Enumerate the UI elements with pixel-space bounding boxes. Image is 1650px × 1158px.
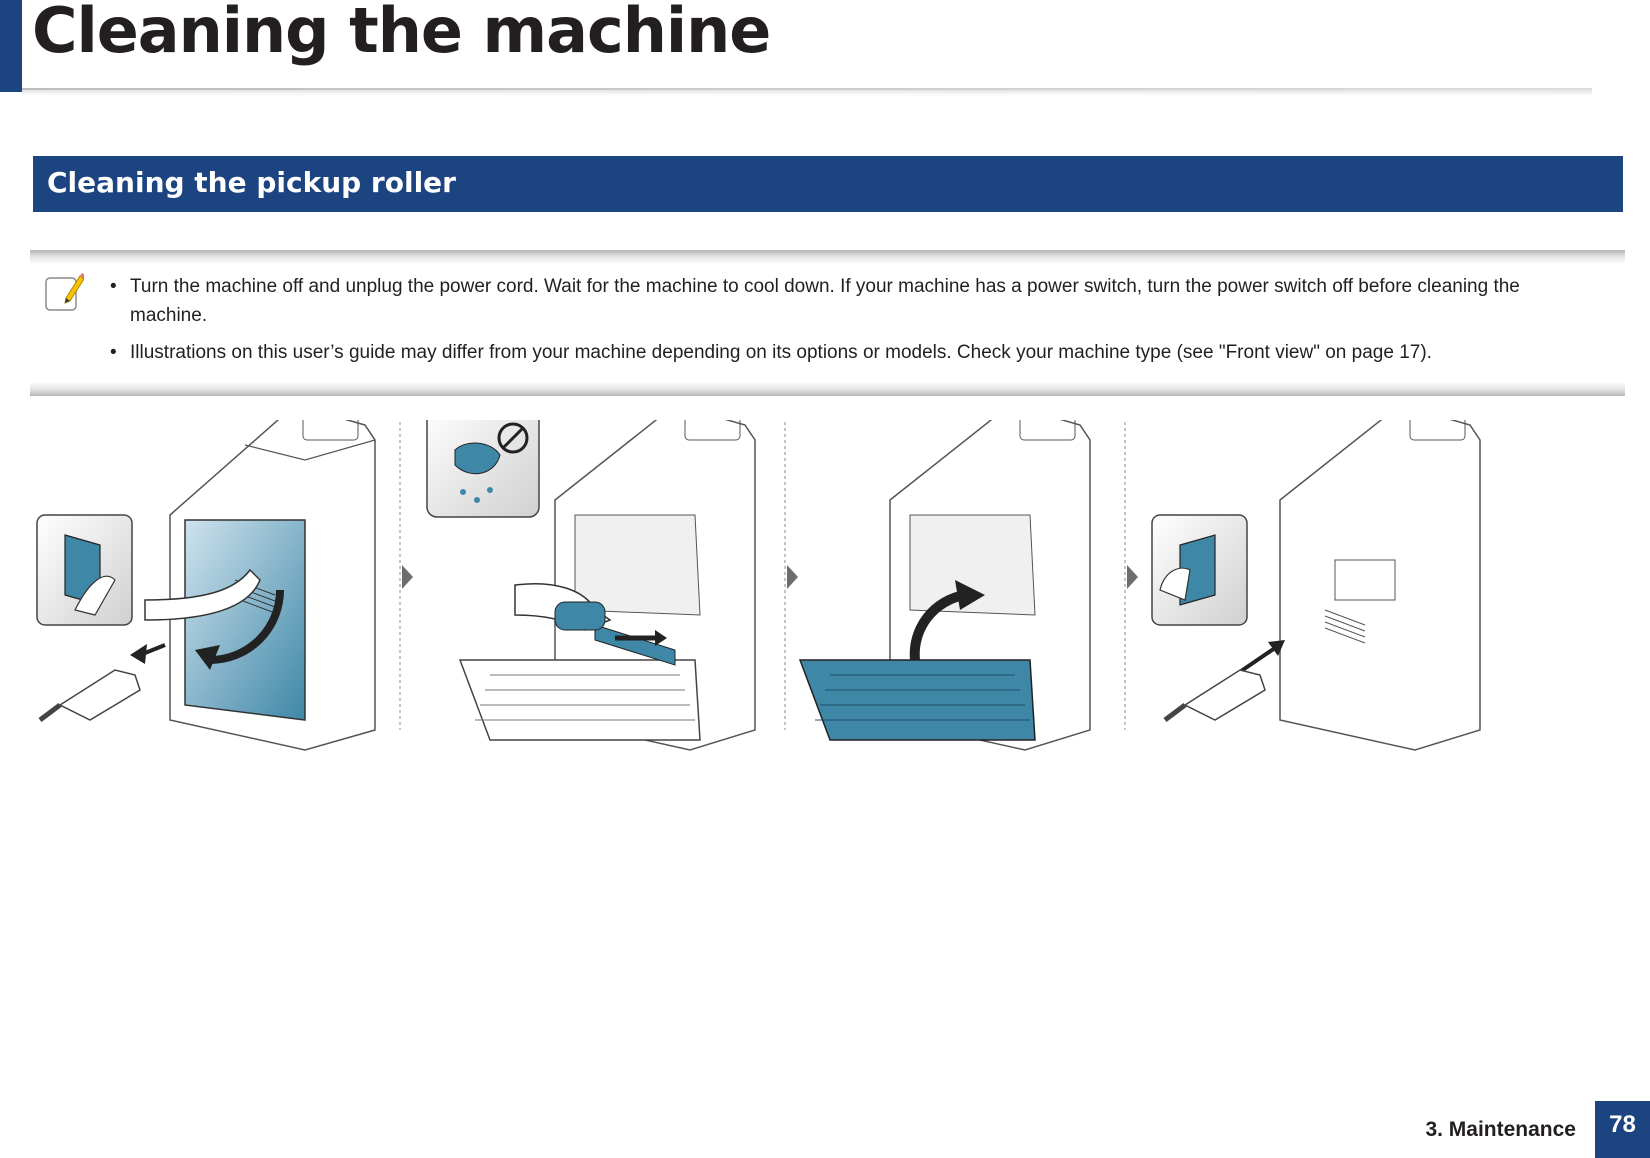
step-4-illustration [1151,420,1481,751]
footer-section-label: 3. Maintenance [1425,1118,1576,1141]
note-bottom-divider [30,382,1625,396]
section-header: Cleaning the pickup roller [33,156,1623,212]
page-number: 78 [1595,1101,1650,1158]
note-item: • Illustrations on this user’s guide may… [110,338,1590,367]
step-1-illustration [36,420,376,751]
title-accent-bar [0,0,22,92]
page-title: Cleaning the machine [32,0,771,67]
step-3-illustration [798,420,1091,751]
title-divider [22,88,1592,96]
bullet-icon: • [110,276,117,297]
note-item: • Turn the machine off and unplug the po… [110,272,1590,330]
step-arrow-icon [402,565,413,589]
section-title: Cleaning the pickup roller [47,166,456,199]
cleaning-steps-illustration [36,420,1481,751]
step-arrow-icon [787,565,798,589]
step-2-illustration [426,420,756,751]
note-text: Turn the machine off and unplug the powe… [130,276,1520,326]
note-top-divider [30,250,1625,264]
note-text: Illustrations on this user’s guide may d… [130,342,1432,363]
pencil-note-icon [45,273,84,311]
note-list: • Turn the machine off and unplug the po… [110,272,1590,375]
step-arrow-icon [1127,565,1138,589]
bullet-icon: • [110,342,117,363]
